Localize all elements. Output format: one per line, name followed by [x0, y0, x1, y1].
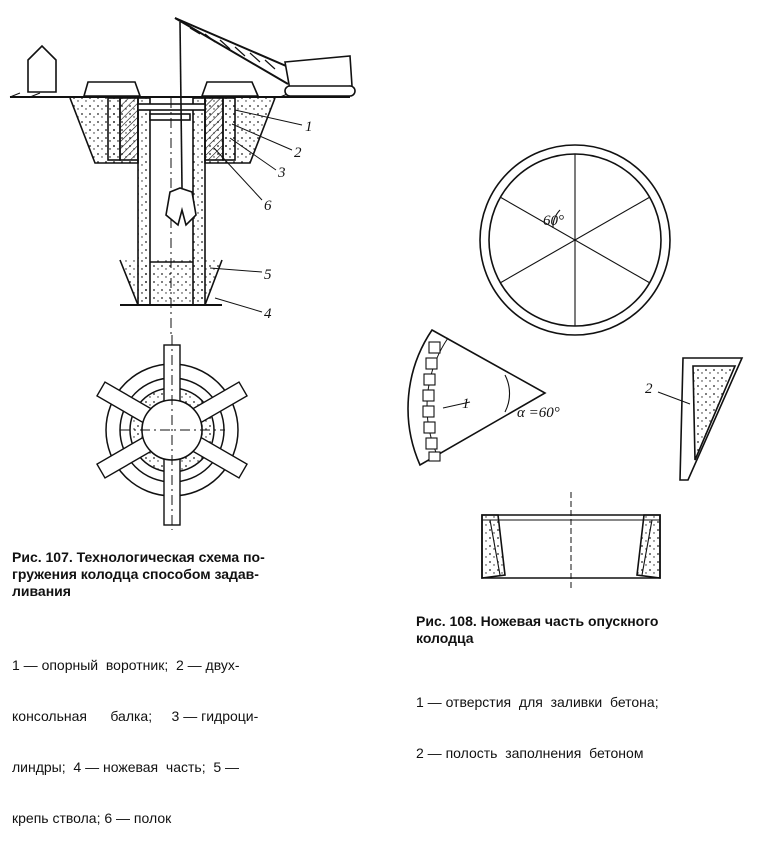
- fig108-drawings: [407, 144, 744, 590]
- label-2: 2: [294, 145, 302, 161]
- angle-alpha-label: α =60°: [517, 405, 560, 421]
- label-5: 5: [264, 267, 272, 283]
- figures-canvas: 1 2 3 6 5 4: [9, 17, 744, 590]
- fig108-label-1: 1: [462, 396, 470, 412]
- fig107-legend-line: консольная балка; 3 — гидроци-: [12, 708, 259, 724]
- fig108-legend: 1 — отверстия для заливки бетона; 2 — по…: [416, 660, 771, 779]
- fig108-legend-line: 1 — отверстия для заливки бетона;: [416, 694, 659, 710]
- fig107-caption: Рис. 107. Технологическая схема по- груж…: [12, 549, 372, 600]
- fig107-caption-line: ливания: [12, 583, 71, 599]
- fig107-legend: 1 — опорный воротник; 2 — двух- консольн…: [12, 623, 372, 844]
- fig107-legend-line: линдры; 4 — ножевая часть; 5 —: [12, 759, 240, 775]
- fig108-label-2: 2: [645, 381, 653, 397]
- fig108-caption: Рис. 108. Ножевая часть опускного колодц…: [416, 613, 771, 647]
- label-6: 6: [264, 198, 272, 214]
- fig108-caption-line: Рис. 108. Ножевая часть опускного: [416, 613, 659, 629]
- label-1: 1: [305, 119, 313, 135]
- fig107-number-labels: 1 2 3 6 5 4: [264, 119, 313, 322]
- fig107-legend-line: крепь ствола; 6 — полок: [12, 810, 172, 826]
- fig108-legend-line: 2 — полость заполнения бетоном: [416, 745, 644, 761]
- fig107-caption-line: гружения колодца способом задав-: [12, 566, 259, 582]
- fig107-caption-line: Рис. 107. Технологическая схема по-: [12, 549, 265, 565]
- fig107-plan: [96, 335, 248, 530]
- fig108-caption-line: колодца: [416, 630, 474, 646]
- fig108-labels: 60° α =60° 1 2: [462, 213, 653, 421]
- label-3: 3: [277, 165, 286, 181]
- angle-60-label: 60°: [543, 213, 564, 229]
- fig107-legend-line: 1 — опорный воротник; 2 — двух-: [12, 657, 240, 673]
- fig107-elevation: [9, 17, 356, 335]
- label-4: 4: [264, 306, 272, 322]
